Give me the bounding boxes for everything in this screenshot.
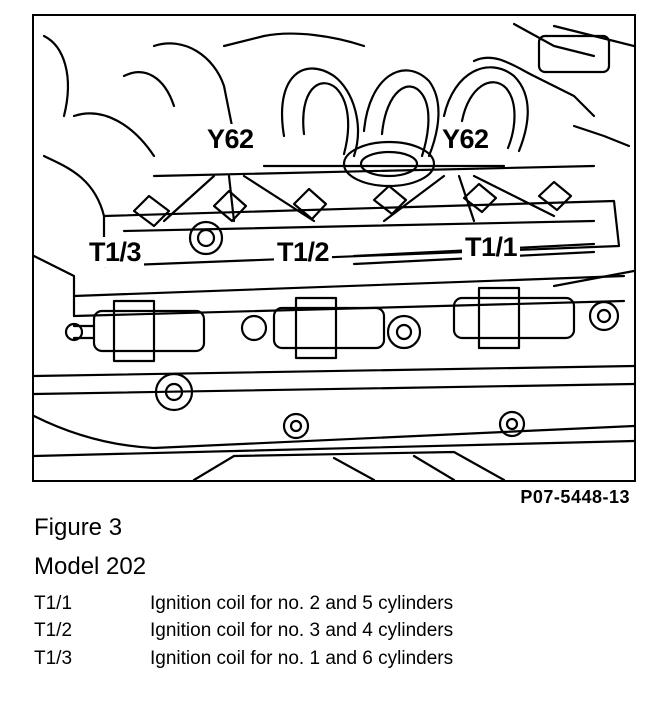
legend-description: Ignition coil for no. 3 and 4 cylinders <box>150 620 454 641</box>
callout-t1-3: T1/3 <box>86 237 145 267</box>
callout-t1-2: T1/2 <box>274 237 333 267</box>
engine-line-drawing <box>34 22 634 480</box>
reference-code: P07-5448-13 <box>520 487 630 507</box>
legend-code: T1/1 <box>34 593 73 614</box>
engine-illustration: Y62 Y62 T1/3 T1/2 T1/1 <box>32 14 636 482</box>
callout-t1-1: T1/1 <box>462 232 521 262</box>
legend-code: T1/2 <box>34 620 73 641</box>
legend-code: T1/3 <box>34 648 73 669</box>
callout-y62-right: Y62 <box>439 124 492 154</box>
callout-y62-left: Y62 <box>204 124 257 154</box>
figure-title: Figure 3 <box>34 514 123 541</box>
figure-model: Model 202 <box>34 553 147 580</box>
legend-description: Ignition coil for no. 1 and 6 cylinders <box>150 648 454 669</box>
legend-description: Ignition coil for no. 2 and 5 cylinders <box>150 593 454 614</box>
